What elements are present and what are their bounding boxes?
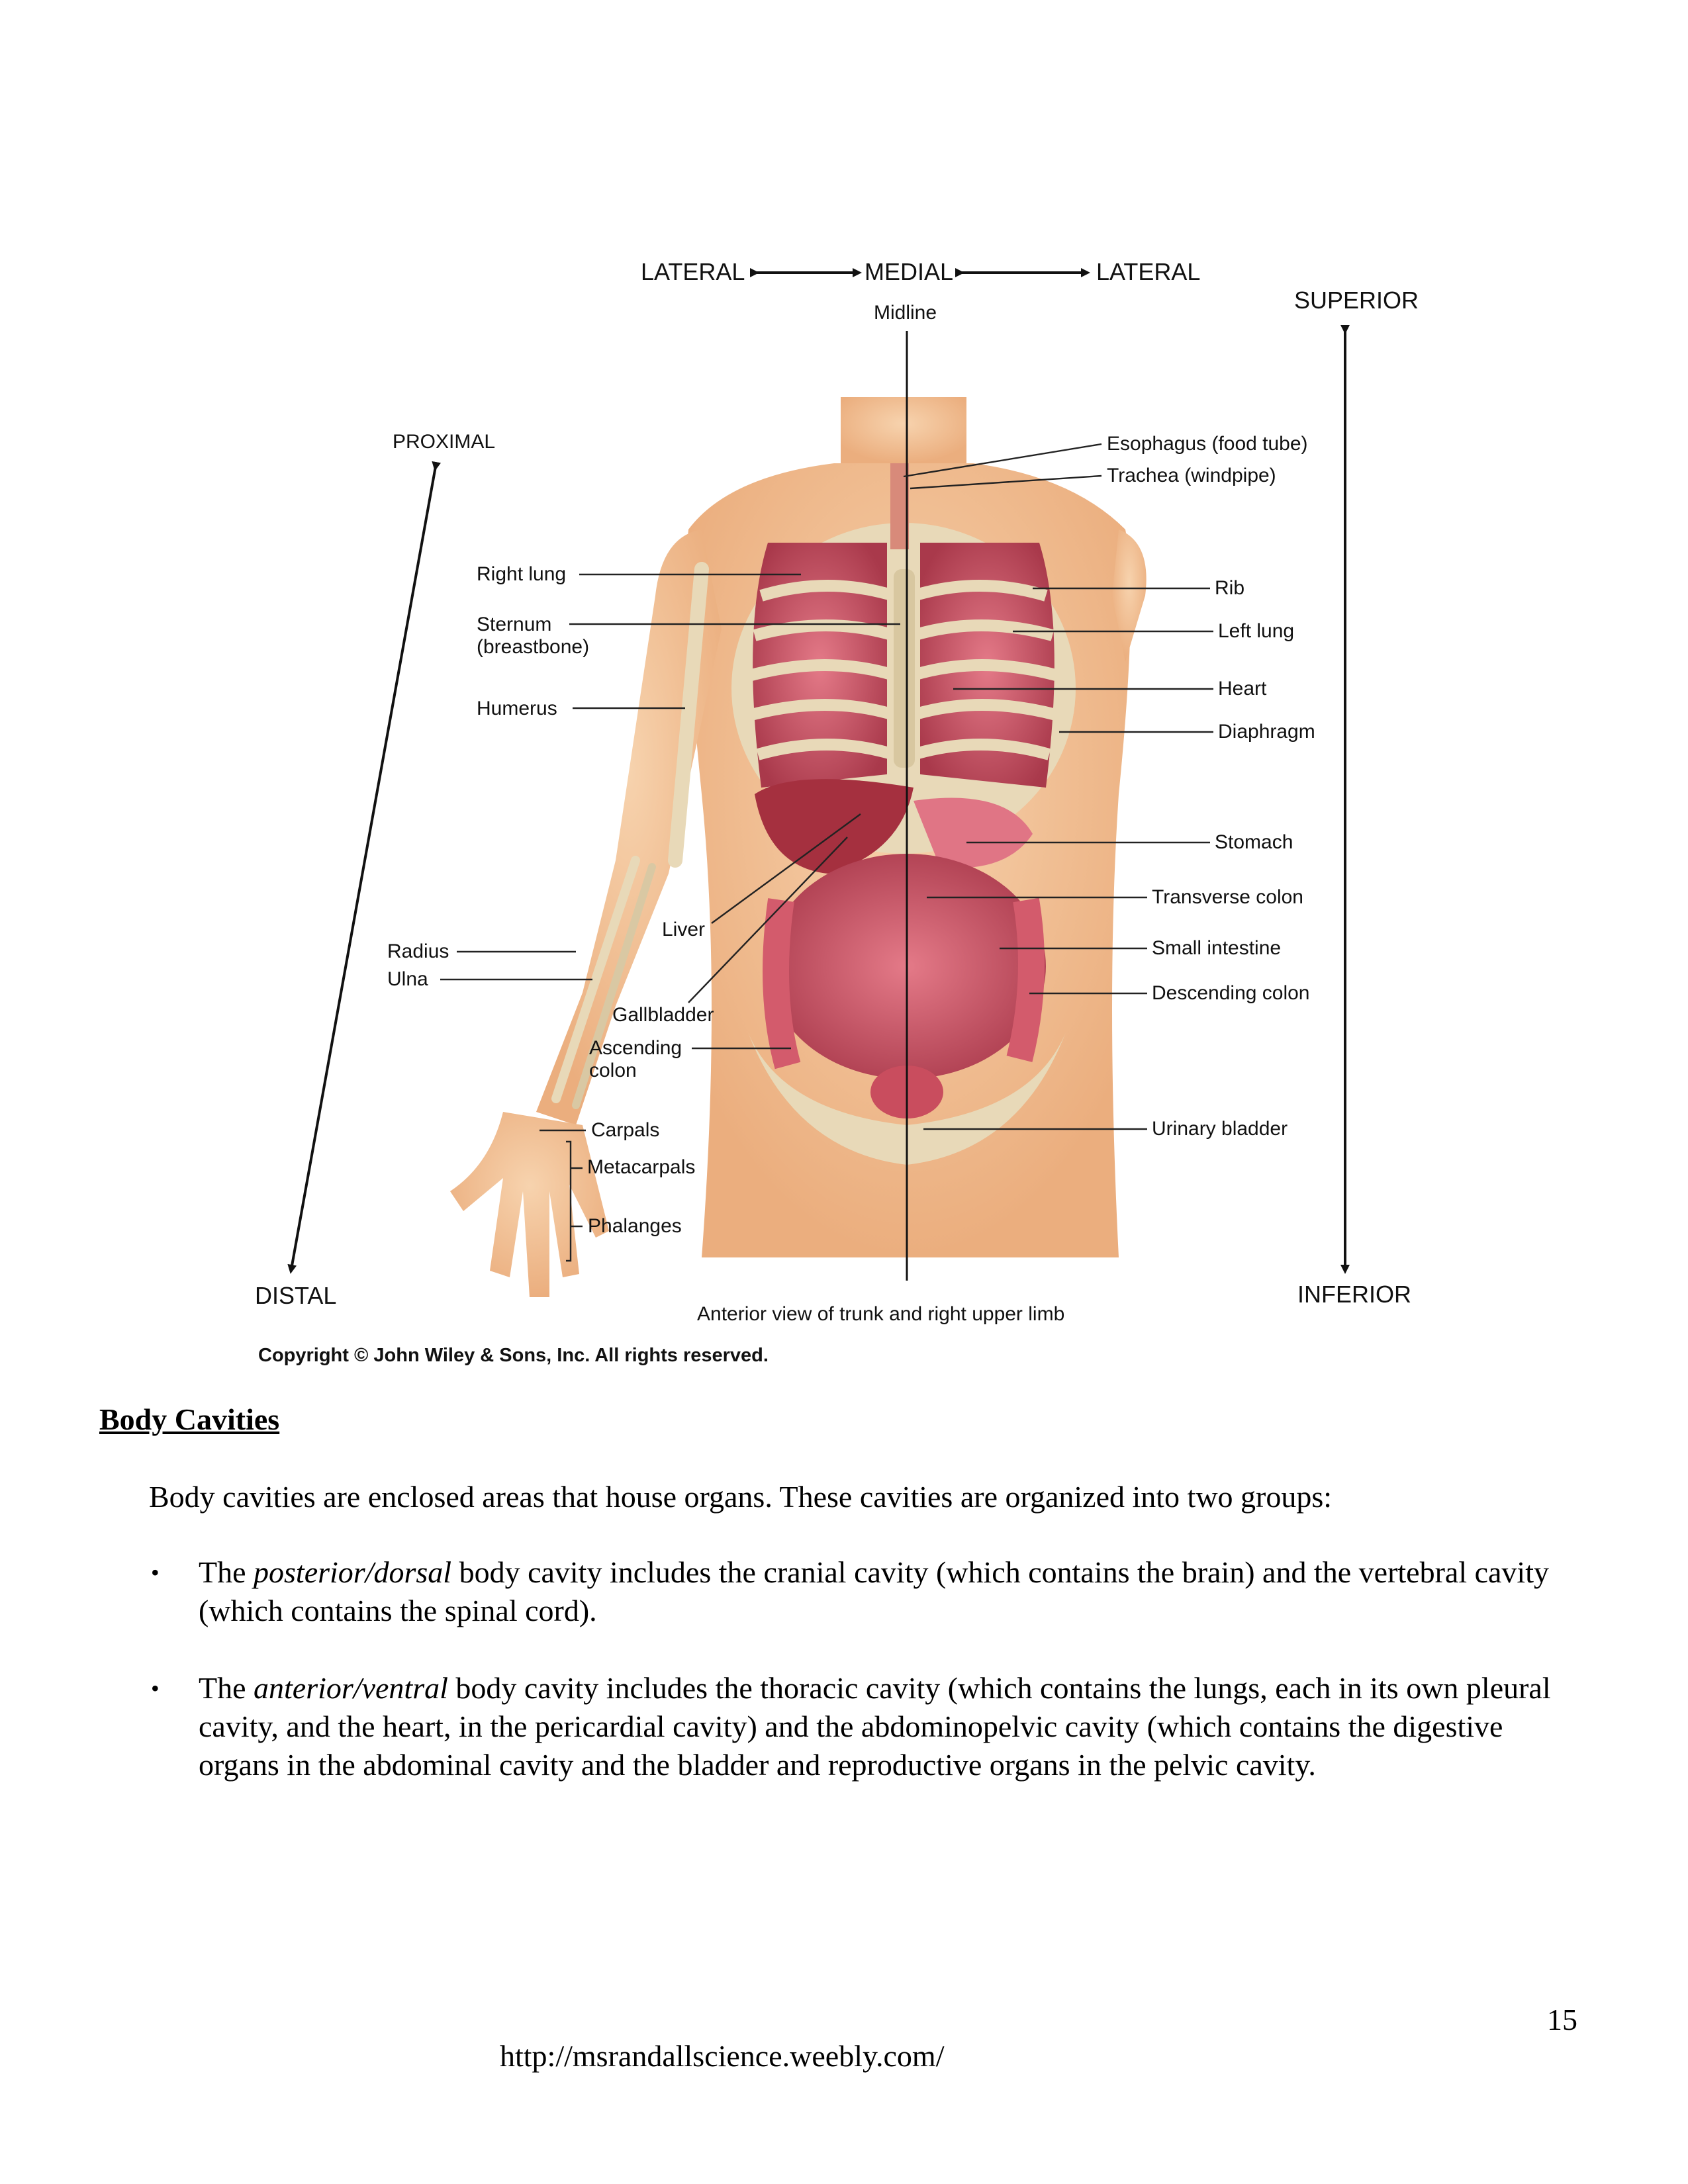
label-rib: Rib <box>1215 577 1244 599</box>
label-transverse-colon: Transverse colon <box>1152 886 1303 908</box>
label-trachea: Trachea (windpipe) <box>1107 465 1276 486</box>
label-diaphragm: Diaphragm <box>1218 721 1315 743</box>
label-ascending-colon: colon <box>589 1060 637 1081</box>
page-number: 15 <box>1547 2003 1577 2036</box>
label-esophagus: Esophagus (food tube) <box>1107 433 1308 455</box>
label-ulna: Ulna <box>387 968 428 990</box>
label-ascending: Ascending <box>589 1037 682 1059</box>
label-lateral-left: LATERAL <box>641 258 745 285</box>
label-proximal: PROXIMAL <box>393 431 495 453</box>
label-small-intestine: Small intestine <box>1152 937 1281 959</box>
label-stomach: Stomach <box>1215 831 1293 853</box>
section-heading: Body Cavities <box>99 1402 280 1436</box>
label-medial: MEDIAL <box>865 258 953 285</box>
label-urinary-bladder: Urinary bladder <box>1152 1118 1288 1140</box>
intro-paragraph: Body cavities are enclosed areas that ho… <box>149 1480 1333 1514</box>
label-descending-colon: Descending colon <box>1152 982 1310 1004</box>
body-illustration <box>450 397 1147 1297</box>
anatomy-figure: LATERAL MEDIAL LATERAL Midline SUPERIOR … <box>255 258 1419 1366</box>
label-distal: DISTAL <box>255 1282 336 1309</box>
bullet-text: The anterior/ventral body cavity include… <box>199 1671 1551 1782</box>
figure-caption: Anterior view of trunk and right upper l… <box>697 1303 1064 1325</box>
bullet-marker: • <box>151 1559 160 1586</box>
bullet-marker: • <box>151 1675 160 1702</box>
label-left-lung: Left lung <box>1218 620 1294 642</box>
label-phalanges: Phalanges <box>588 1215 682 1237</box>
label-radius: Radius <box>387 940 449 962</box>
label-superior: SUPERIOR <box>1294 287 1419 314</box>
label-heart: Heart <box>1218 678 1267 700</box>
label-right-lung: Right lung <box>477 563 566 585</box>
label-metacarpals: Metacarpals <box>587 1156 695 1178</box>
proximal-distal-arrow <box>287 461 442 1274</box>
label-humerus: Humerus <box>477 698 557 719</box>
bullet-text: The posterior/dorsal body cavity include… <box>199 1555 1549 1627</box>
figure-copyright: Copyright © John Wiley & Sons, Inc. All … <box>258 1345 769 1366</box>
label-lateral-right: LATERAL <box>1096 258 1200 285</box>
label-gallbladder: Gallbladder <box>612 1004 714 1026</box>
label-inferior: INFERIOR <box>1297 1281 1411 1308</box>
label-midline: Midline <box>874 302 937 324</box>
label-breastbone: (breastbone) <box>477 636 589 658</box>
label-sternum: Sternum <box>477 614 551 635</box>
label-liver: Liver <box>662 919 705 940</box>
footer-url-link[interactable]: http://msrandallscience.weebly.com/ <box>500 2039 945 2073</box>
label-carpals: Carpals <box>591 1119 659 1141</box>
